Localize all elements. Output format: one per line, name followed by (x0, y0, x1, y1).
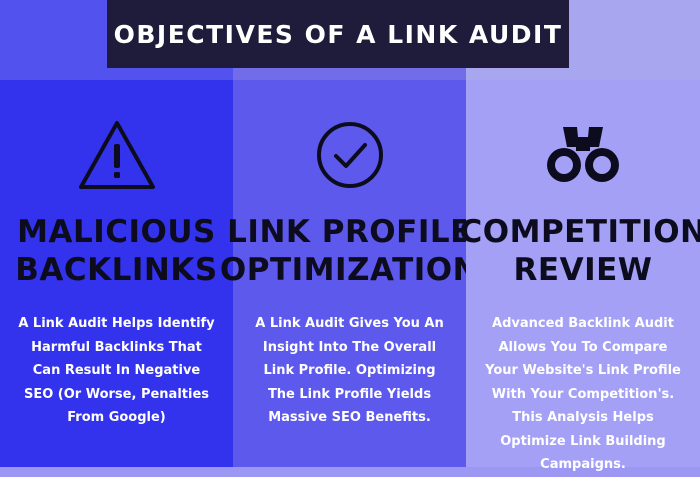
column-heading: COMPETITION REVIEW (460, 213, 700, 289)
column-heading: MALICIOUS BACKLINKS (15, 213, 217, 289)
column-malicious-backlinks: MALICIOUS BACKLINKS A Link Audit Helps I… (0, 80, 233, 467)
binoculars-icon (543, 115, 623, 195)
page-title: OBJECTIVES OF A LINK AUDIT (114, 20, 563, 49)
warning-triangle-icon (77, 115, 157, 195)
column-heading: LINK PROFILE OPTIMIZATION (220, 213, 479, 289)
column-description: Advanced Backlink Audit Allows You To Co… (466, 312, 700, 477)
column-description: A Link Audit Helps Identify Harmful Back… (0, 312, 233, 430)
column-description: A Link Audit Gives You An Insight Into T… (233, 312, 466, 430)
title-banner: OBJECTIVES OF A LINK AUDIT (107, 0, 569, 68)
column-link-profile-optimization: LINK PROFILE OPTIMIZATION A Link Audit G… (233, 80, 466, 467)
column-competition-review: COMPETITION REVIEW Advanced Backlink Aud… (466, 80, 700, 467)
checkmark-circle-icon (310, 115, 390, 195)
